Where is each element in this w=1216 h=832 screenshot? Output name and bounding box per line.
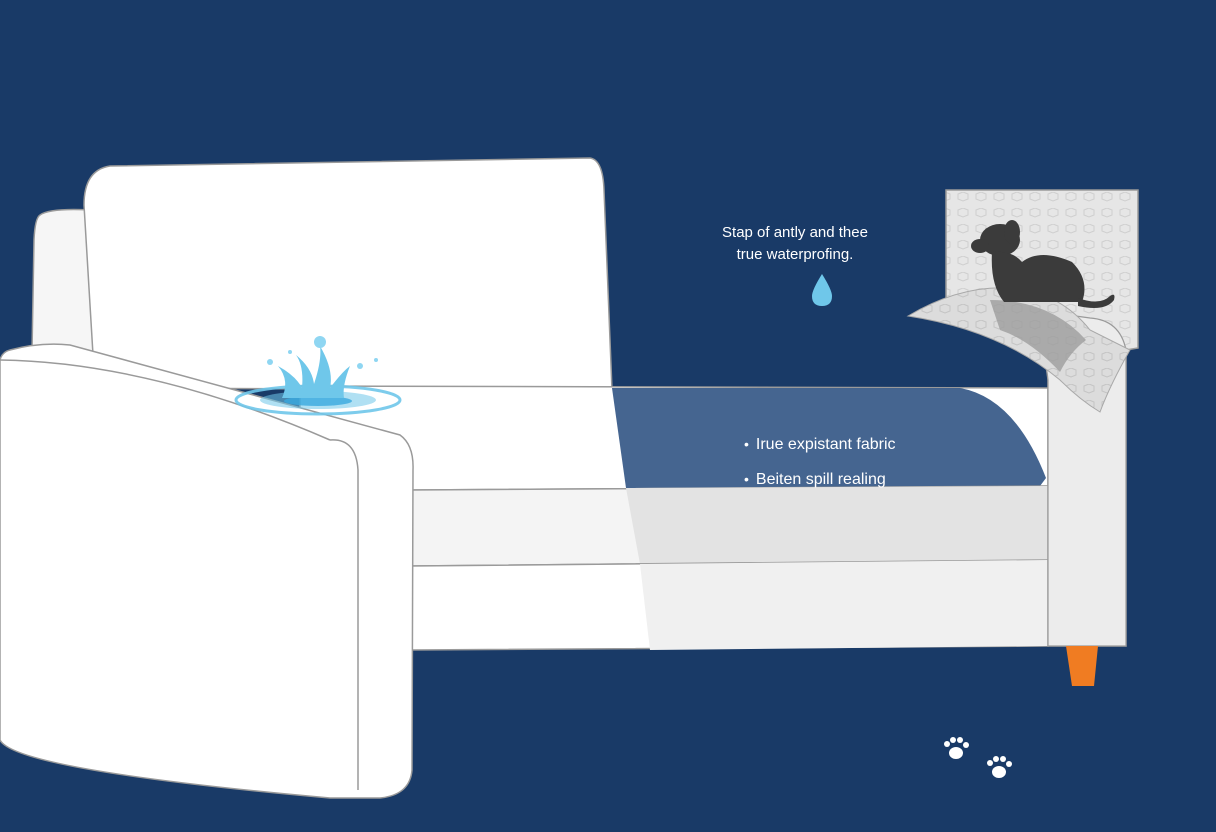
- sofa-leg: [1066, 646, 1098, 686]
- feature-item: Beiten spill realing: [744, 467, 896, 502]
- headline-caption: Stap of antly and thee true waterprofing…: [690, 222, 900, 266]
- left-armrest: [0, 343, 414, 799]
- sofa-backrest: [83, 157, 613, 391]
- water-drop-icon: [812, 274, 832, 306]
- water-splash-icon: [234, 336, 402, 416]
- paw-print-icon: [944, 737, 969, 759]
- feature-item: Irue expistant fabric: [744, 432, 896, 467]
- caption-line-1: Stap of antly and thee: [722, 224, 868, 241]
- dog-silhouette-icon: [971, 220, 1115, 308]
- feature-list: Irue expistant fabric Beiten spill reali…: [744, 432, 896, 502]
- caption-line-2: true waterprofing.: [736, 246, 854, 263]
- paw-print-icon: [987, 756, 1012, 778]
